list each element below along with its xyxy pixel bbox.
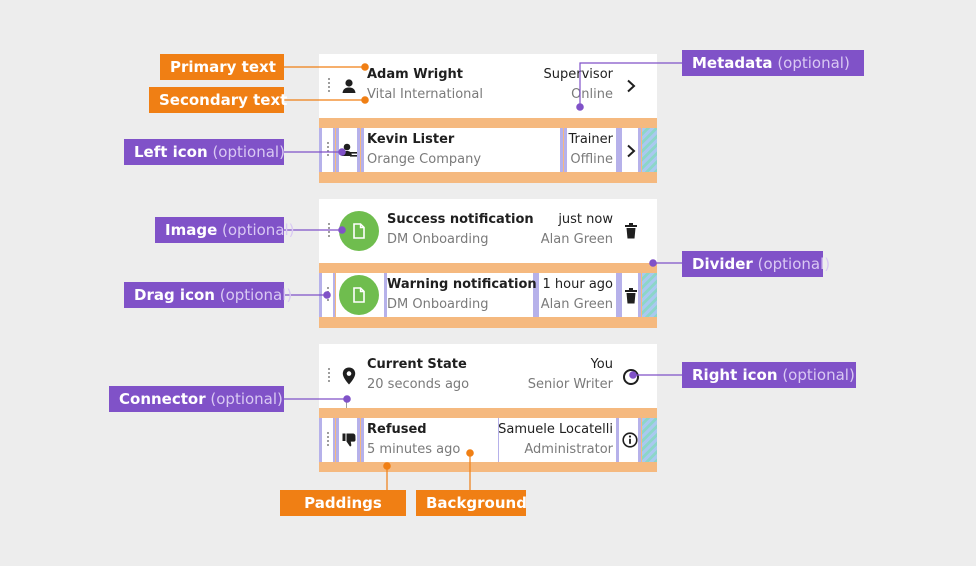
label-divider-name: Divider <box>692 255 753 273</box>
primary-text: Kevin Lister <box>367 132 455 147</box>
label-divider-optional: (optional) <box>757 255 831 273</box>
content-fill <box>364 418 498 462</box>
metadata-fill <box>567 128 616 172</box>
content-fill <box>387 273 533 317</box>
document-icon <box>353 223 365 239</box>
list-item-refused[interactable]: Refused 5 minutes ago Samuele Locatelli … <box>319 408 657 472</box>
label-image: Image (optional) <box>155 217 295 243</box>
primary-text: Current State <box>367 357 467 372</box>
trash-icon[interactable] <box>624 288 638 304</box>
thumbs-down-icon <box>342 433 356 447</box>
label-divider: Divider (optional) <box>682 251 830 277</box>
label-right-icon: Right icon (optional) <box>682 362 856 388</box>
drag-handle-icon[interactable] <box>328 223 330 239</box>
list-item-success[interactable]: Success notification DM Onboarding just … <box>319 199 657 263</box>
right-icon-fill <box>619 418 638 462</box>
list-item-adam[interactable]: Adam Wright Vital International Supervis… <box>319 54 657 118</box>
margin-area <box>642 418 657 462</box>
secondary-text: Vital International <box>367 87 483 102</box>
metadata-primary: Trainer <box>568 132 613 147</box>
chevron-right-icon[interactable] <box>625 79 637 93</box>
secondary-text: DM Onboarding <box>387 232 489 247</box>
metadata-primary: 1 hour ago <box>542 277 613 292</box>
primary-text: Refused <box>367 422 427 437</box>
content-fill <box>364 128 560 172</box>
secondary-text: Orange Company <box>367 152 482 167</box>
document-icon <box>353 287 365 303</box>
label-connector-optional: (optional) <box>210 390 283 408</box>
label-left-icon-name: Left icon <box>134 143 208 161</box>
margin-area <box>642 273 657 317</box>
drag-handle-icon[interactable] <box>327 142 329 158</box>
label-image-optional: (optional) <box>222 221 295 239</box>
list-group-1: Adam Wright Vital International Supervis… <box>319 54 657 183</box>
location-pin-icon <box>342 367 356 385</box>
label-left-icon: Left icon (optional) <box>124 139 285 165</box>
label-connector-name: Connector <box>119 390 206 408</box>
label-connector: Connector (optional) <box>109 386 284 412</box>
primary-text: Success notification <box>387 212 534 227</box>
metadata-fill <box>499 418 616 462</box>
metadata-secondary: Online <box>571 87 613 102</box>
drag-handle-icon[interactable] <box>328 78 330 94</box>
info-icon[interactable] <box>622 432 638 448</box>
divider-padding <box>319 263 657 273</box>
primary-text: Warning notification <box>387 277 537 292</box>
label-primary-text: Primary text <box>160 54 284 80</box>
label-metadata-optional: (optional) <box>777 54 850 72</box>
label-left-icon-optional: (optional) <box>212 143 285 161</box>
metadata-secondary: Senior Writer <box>527 377 613 392</box>
secondary-text: 20 seconds ago <box>367 377 470 392</box>
drag-handle-icon[interactable] <box>327 432 329 448</box>
secondary-text: 5 minutes ago <box>367 442 461 457</box>
metadata-secondary: Offline <box>570 152 613 167</box>
metadata-secondary: Alan Green <box>540 297 613 312</box>
label-drag-icon-optional: (optional) <box>219 286 293 304</box>
metadata-primary: Samuele Locatelli <box>498 422 613 437</box>
trash-icon[interactable] <box>624 223 638 239</box>
label-background: Background <box>416 490 527 516</box>
label-drag-icon-name: Drag icon <box>134 286 215 304</box>
label-image-name: Image <box>165 221 218 239</box>
drag-handle-icon[interactable] <box>328 368 330 384</box>
label-drag-icon: Drag icon (optional) <box>124 282 292 308</box>
metadata-fill <box>539 273 616 317</box>
label-metadata: Metadata (optional) <box>682 50 864 76</box>
image-avatar <box>339 275 379 315</box>
margin-area <box>642 128 657 172</box>
list-group-3: Current State 20 seconds ago You Senior … <box>319 344 657 472</box>
metadata-secondary: Administrator <box>524 442 613 457</box>
primary-text: Adam Wright <box>367 67 463 82</box>
padding-top <box>319 118 657 128</box>
label-right-icon-optional: (optional) <box>782 366 855 384</box>
list-item-kevin[interactable]: Kevin Lister Orange Company Trainer Offl… <box>319 119 657 183</box>
chevron-right-icon[interactable] <box>625 144 637 158</box>
radio-icon[interactable] <box>622 368 640 386</box>
metadata-secondary: Alan Green <box>540 232 613 247</box>
label-metadata-name: Metadata <box>692 54 773 72</box>
label-secondary-text: Secondary text <box>149 87 287 113</box>
metadata-primary: Supervisor <box>543 67 613 82</box>
right-icon-fill <box>622 128 638 172</box>
list-item-warning[interactable]: Warning notification DM Onboarding 1 hou… <box>319 264 657 328</box>
label-right-icon-name: Right icon <box>692 366 778 384</box>
secondary-text: DM Onboarding <box>387 297 489 312</box>
list-group-2: Success notification DM Onboarding just … <box>319 199 657 328</box>
metadata-primary: You <box>590 357 613 372</box>
list-item-current-state[interactable]: Current State 20 seconds ago You Senior … <box>319 344 657 408</box>
image-avatar <box>339 211 379 251</box>
label-paddings: Paddings <box>280 490 406 516</box>
user-icon <box>342 79 356 93</box>
metadata-primary: just now <box>558 212 613 227</box>
